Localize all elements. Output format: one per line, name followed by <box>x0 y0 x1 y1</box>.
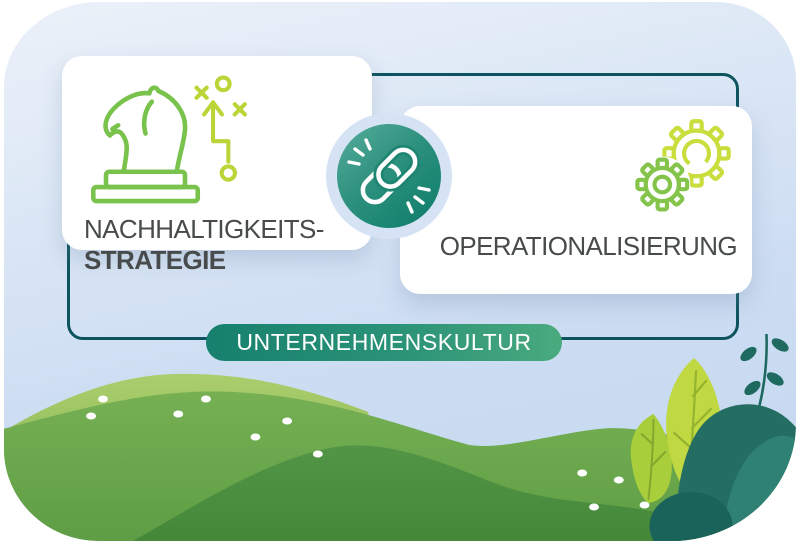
strategy-title-line1: NACHHALTIGKEITS- <box>84 214 324 244</box>
flower-dots <box>86 395 650 511</box>
landscape-illustration <box>4 334 796 541</box>
unternehmenskultur-banner: UNTERNEHMENSKULTUR <box>206 324 562 361</box>
bush <box>649 404 796 541</box>
chain-link-icon <box>347 138 431 214</box>
card-nachhaltigkeitsstrategie: NACHHALTIGKEITS- STRATEGIE <box>62 56 372 275</box>
card-operationalisierung: OPERATIONALISIERUNG <box>400 106 752 294</box>
connector-circle <box>337 124 441 228</box>
branch-decoration <box>740 334 789 408</box>
gears-icon <box>634 119 731 213</box>
background-blob: NACHHALTIGKEITS- STRATEGIE <box>4 2 796 541</box>
hill-front <box>133 445 733 541</box>
strategy-title-line2: STRATEGIE <box>84 245 226 275</box>
operationalization-title: OPERATIONALISIERUNG <box>439 231 738 261</box>
banner-label: UNTERNEHMENSKULTUR <box>236 329 532 355</box>
leaf-small <box>630 414 672 503</box>
strategy-card-title: NACHHALTIGKEITS- STRATEGIE <box>84 214 324 276</box>
chess-knight-strategy-icon <box>90 75 247 204</box>
